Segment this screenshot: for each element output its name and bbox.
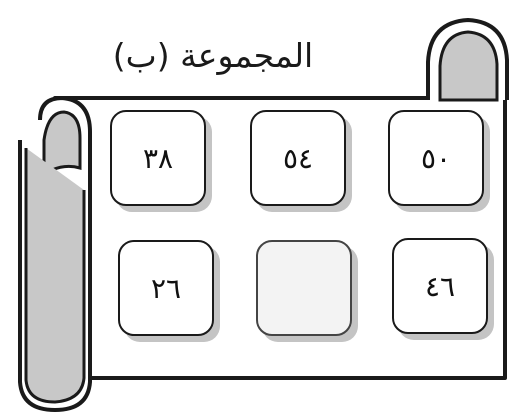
scroll-top-roll-inner xyxy=(438,30,499,102)
number-card-2: ٥٤ xyxy=(250,110,346,206)
number-card-4: ٢٦ xyxy=(118,240,214,336)
number-card-3: ٥٠ xyxy=(388,110,484,206)
number-card-1: ٣٨ xyxy=(110,110,206,206)
group-title: المجموعة (ب) xyxy=(112,36,314,75)
empty-card[interactable] xyxy=(256,240,352,336)
number-card-6: ٤٦ xyxy=(392,238,488,334)
scroll-left-roll-inner xyxy=(42,110,82,174)
scroll-left-roll-body xyxy=(24,148,86,404)
